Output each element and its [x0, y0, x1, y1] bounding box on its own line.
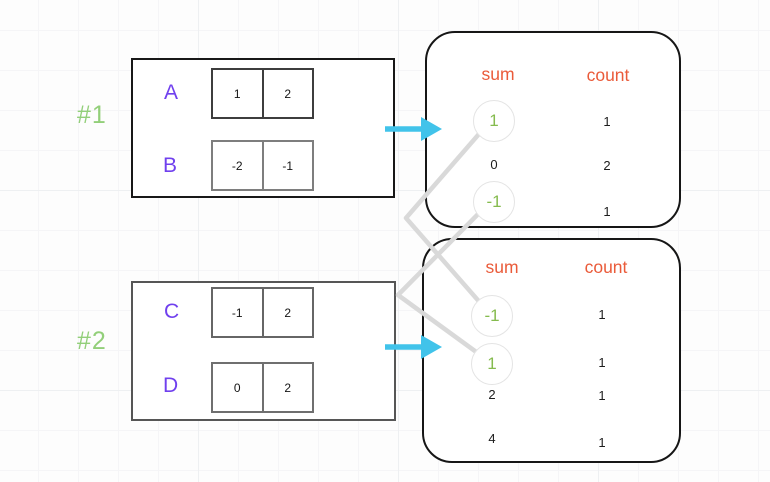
- array-d-cells: 0 2: [211, 362, 314, 413]
- sum-column-header: sum: [485, 256, 519, 277]
- result-table-1: sum count 1 1 0 2 -1 1: [425, 31, 681, 228]
- sum-value: 0: [490, 156, 498, 172]
- array-a-cell-1: 2: [263, 70, 312, 117]
- sum-value: -1: [471, 295, 513, 337]
- array-c-cells: -1 2: [211, 287, 314, 338]
- array-a-label: A: [164, 81, 179, 104]
- count-value: 1: [598, 306, 606, 322]
- array-d-cell-1: 2: [263, 364, 312, 411]
- count-value: 1: [598, 434, 606, 450]
- array-c-label: C: [164, 300, 180, 323]
- array-d-label: D: [163, 374, 179, 397]
- sum-value: 1: [473, 100, 515, 142]
- group-2-label: #2: [77, 327, 107, 355]
- count-value: 1: [598, 387, 606, 403]
- array-d-cell-0: 0: [213, 364, 264, 411]
- count-column-header: count: [584, 256, 628, 277]
- array-a-cells: 1 2: [211, 68, 314, 119]
- count-value: 1: [603, 113, 611, 129]
- sum-value: 2: [488, 386, 496, 402]
- array-b-cell-1: -1: [263, 142, 312, 189]
- count-value: 1: [598, 354, 606, 370]
- group-1-label: #1: [77, 101, 107, 129]
- array-b-label: B: [163, 154, 178, 177]
- sum-value: -1: [473, 181, 515, 223]
- array-b-cells: -2 -1: [211, 140, 314, 191]
- count-value: 2: [603, 157, 611, 173]
- array-b-cell-0: -2: [213, 142, 264, 189]
- group-2-box: C -1 2 D 0 2: [131, 281, 396, 421]
- sum-column-header: sum: [481, 63, 515, 84]
- result-table-2: sum count -1 1 1 1 2 1 4 1: [422, 238, 681, 463]
- sum-value: 4: [488, 430, 496, 446]
- array-c-cell-1: 2: [263, 289, 312, 336]
- array-c-cell-0: -1: [213, 289, 264, 336]
- count-value: 1: [603, 203, 611, 219]
- count-column-header: count: [586, 64, 630, 85]
- group-1-box: A 1 2 B -2 -1: [131, 58, 395, 198]
- array-a-cell-0: 1: [213, 70, 264, 117]
